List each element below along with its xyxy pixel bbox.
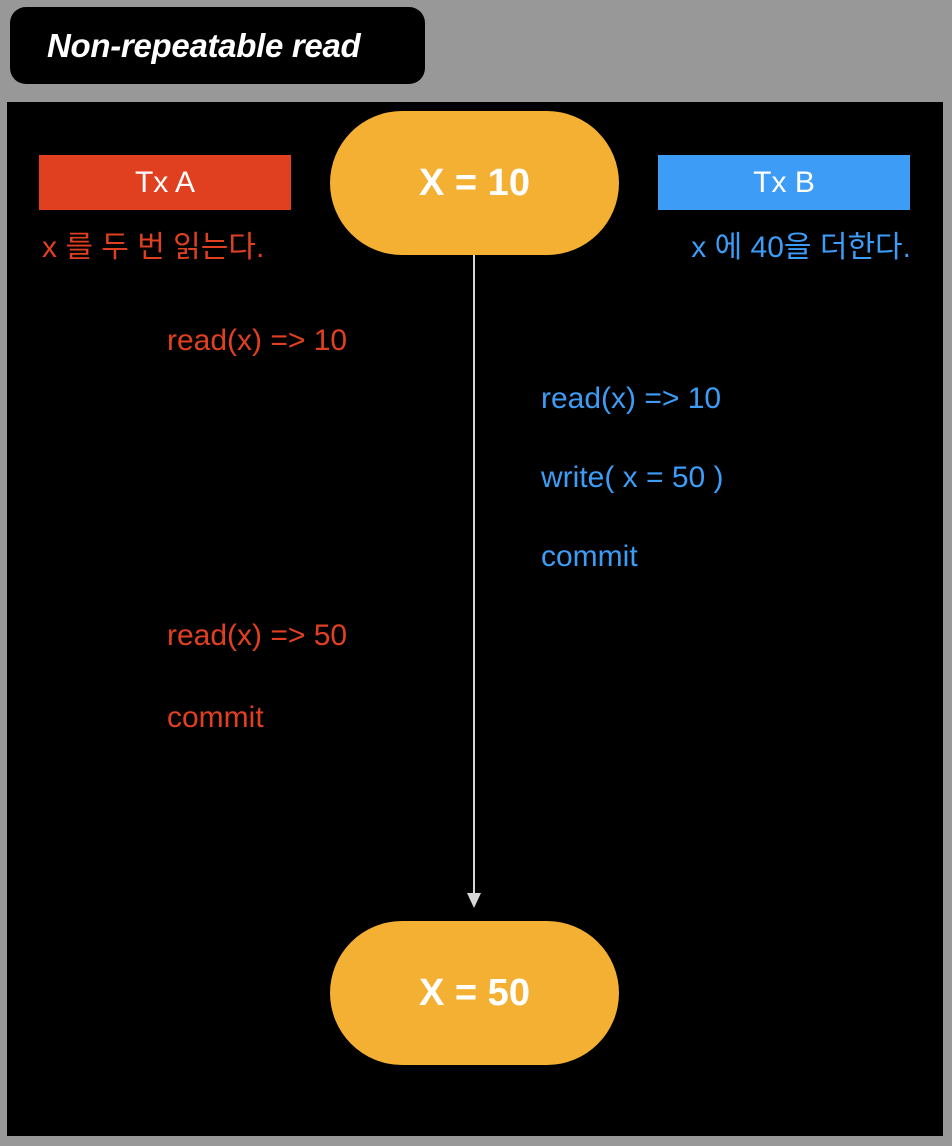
tx-a-step-read-1: read(x) => 10 [167,324,348,357]
tx-b-description: x 에 40을 더한다. [691,231,911,264]
tx-b-step-write: write( x = 50 ) [541,461,724,494]
tx-a-step-commit: commit [167,701,264,734]
tx-a-header: Tx A [39,155,291,210]
timeline-arrow [467,255,481,908]
diagram-title: Non-repeatable read [47,26,361,64]
initial-value-node: X = 10 [330,111,619,255]
final-value-label: X = 50 [419,971,530,1014]
final-value-node: X = 50 [330,921,619,1065]
tx-b-step-commit: commit [541,540,638,573]
tx-b-step-read: read(x) => 10 [541,382,722,415]
arrow-head-icon [467,893,481,908]
title-box: Non-repeatable read [10,7,425,84]
tx-b-header: Tx B [658,155,910,210]
tx-a-header-label: Tx A [134,165,195,199]
tx-a-step-read-2: read(x) => 50 [167,619,348,652]
initial-value-label: X = 10 [419,161,530,204]
tx-a-description: x 를 두 번 읽는다. [42,231,265,264]
diagram-canvas: X = 10 Tx A x 를 두 번 읽는다. Tx B x 에 40을 더한… [7,102,943,1136]
tx-b-header-label: Tx B [753,165,815,199]
